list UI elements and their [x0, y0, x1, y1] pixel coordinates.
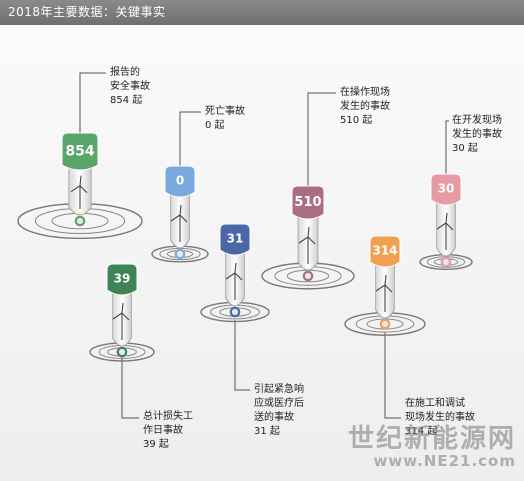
- turbine-blade: [234, 272, 243, 281]
- turbine-blade: [179, 204, 182, 216]
- badge-shape: [369, 235, 401, 268]
- badge-emergency: 31: [200, 223, 270, 323]
- base-node: [74, 215, 86, 227]
- label-deaths: 死亡事故 0 起: [205, 106, 245, 131]
- label-total-reports: 报告的 安全事故 854 起: [110, 67, 150, 106]
- badge-value: 30: [438, 182, 455, 196]
- turbine-blade: [307, 236, 316, 245]
- badge-shape: [106, 263, 138, 296]
- leader-line-lost-time: [121, 356, 139, 419]
- badge-value: 854: [65, 143, 94, 159]
- leader-line-emergency: [234, 320, 250, 391]
- badge-value: 39: [114, 272, 131, 286]
- turbine-blade: [298, 236, 309, 244]
- badge-deaths: 0: [151, 165, 209, 263]
- leader-line-total-reports: [79, 72, 106, 133]
- turbine-blade: [112, 312, 123, 320]
- badge-operating-site: 510: [261, 185, 355, 290]
- turbine-blade: [234, 262, 237, 274]
- label-lost-time: 总计损失工 作日事故 39 起: [143, 411, 193, 450]
- badge-value: 314: [372, 244, 397, 258]
- turbine-blade: [384, 274, 387, 286]
- base-node: [440, 256, 452, 268]
- badge-construction: 314: [344, 235, 426, 336]
- badge-shape: [430, 173, 462, 206]
- badge-value: 0: [176, 174, 184, 188]
- label-development: 在开发现场 发生的事故 30 起: [452, 115, 502, 154]
- turbine-blade: [79, 175, 82, 186]
- badge-shape: [61, 132, 99, 171]
- turbine-blade: [436, 222, 447, 230]
- label-operating-site: 在操作现场 发生的事故 510 起: [340, 87, 390, 126]
- turbine-blade: [384, 284, 393, 293]
- badge-total-reports: 854: [17, 132, 143, 240]
- base-node: [379, 318, 391, 330]
- leader-line-construction: [384, 332, 401, 419]
- turbine-blade: [375, 284, 386, 292]
- turbine-blade: [445, 222, 454, 231]
- leader-line-operating-site: [307, 92, 336, 186]
- turbine-blade: [445, 212, 448, 224]
- turbine-blade: [70, 185, 81, 193]
- turbine-blade: [307, 226, 310, 238]
- leader-line-deaths: [179, 111, 201, 166]
- leader-line-development: [445, 120, 449, 174]
- turbine-blade: [121, 312, 130, 321]
- badge-shape: [291, 185, 325, 220]
- badge-lost-time: 39: [89, 263, 155, 362]
- badge-shape: [164, 165, 196, 198]
- turbine-blade: [79, 185, 88, 194]
- base-node: [229, 306, 241, 318]
- turbine-blade: [179, 214, 188, 223]
- base-node: [116, 346, 128, 358]
- badge-value: 510: [294, 195, 321, 210]
- header-title: 2018年主要数据：关键事实: [8, 5, 166, 19]
- watermark-url: www.NE21.com: [373, 452, 516, 470]
- label-emergency: 引起紧急响 应或医疗后 送的事故 31 起: [254, 384, 304, 437]
- base-node: [174, 248, 186, 260]
- badge-shape: [219, 223, 251, 256]
- infographic-canvas: 854 0 39 31 510 314 30: [17, 72, 473, 419]
- badge-development: 30: [419, 173, 473, 270]
- base-node: [302, 270, 314, 282]
- badge-value: 31: [227, 232, 244, 246]
- turbine-blade: [121, 302, 124, 314]
- turbine-blade: [170, 214, 181, 222]
- turbine-blade: [225, 272, 236, 280]
- watermark-site-name: 世纪新能源网: [347, 424, 516, 454]
- site-watermark: 世纪新能源网 www.NE21.com: [348, 425, 516, 469]
- page-header: 2018年主要数据：关键事实: [0, 0, 524, 25]
- label-construction: 在施工和调试 现场发生的事故 314 起: [405, 398, 475, 437]
